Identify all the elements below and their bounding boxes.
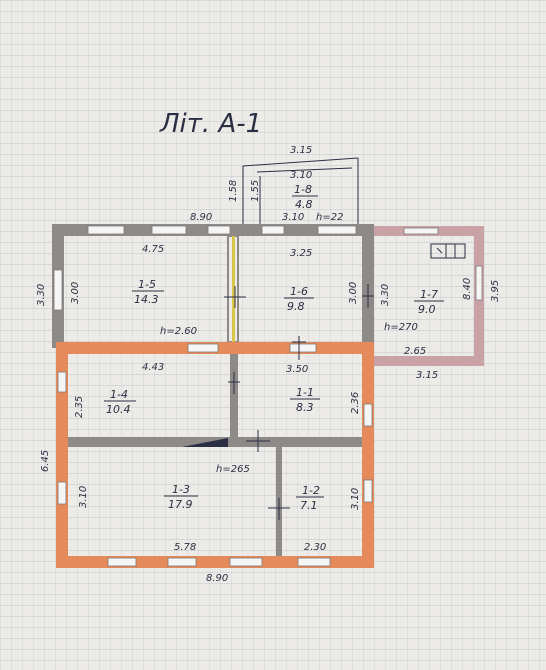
room-1-7: 1-7 9.0 [414,288,444,316]
window-top-1 [87,225,125,235]
svg-text:8.90: 8.90 [206,573,228,584]
svg-text:8.40: 8.40 [462,278,473,300]
svg-text:2.35: 2.35 [74,396,85,418]
annex-top-line [242,157,359,167]
height-1-8: h=22 [316,212,343,223]
svg-text:1.55: 1.55 [250,180,261,202]
svg-text:9.8: 9.8 [287,300,305,313]
room-1-5: 1-5 14.3 [132,278,164,306]
svg-text:1-4: 1-4 [110,388,128,401]
svg-text:8.3: 8.3 [296,401,314,414]
svg-text:1-5: 1-5 [138,278,156,291]
svg-text:1.58: 1.58 [228,180,239,202]
walls-lower [56,342,374,568]
svg-text:3.15: 3.15 [416,370,438,381]
svg-text:3.10: 3.10 [282,212,304,223]
svg-text:7.1: 7.1 [300,499,318,512]
height-1-5: h=2.60 [160,326,197,337]
window-left-1-3 [57,481,67,505]
window-bottom-4 [297,557,331,567]
dimensions-vertical: 1.58 1.55 3.30 3.00 3.00 3.30 8.40 3.95 … [36,180,501,510]
svg-text:3.30: 3.30 [380,284,391,306]
svg-text:5.78: 5.78 [174,542,196,553]
room-1-8: 1-8 4.8 [292,183,318,211]
svg-text:6.45: 6.45 [40,450,51,472]
window-bottom-1 [107,557,137,567]
window-top-5 [317,225,357,235]
window-mid-1 [187,343,219,353]
window-bottom-3 [229,557,263,567]
svg-text:1-7: 1-7 [420,288,438,301]
svg-text:8.90: 8.90 [190,212,212,223]
svg-text:10.4: 10.4 [106,403,131,416]
svg-text:3.25: 3.25 [290,248,312,259]
window-bottom-2 [167,557,197,567]
stove-icon [430,243,466,259]
window-1-7-right [475,265,483,301]
window-right-1-1 [363,403,373,427]
plan-title: Літ. А-1 [159,109,262,139]
window-top-2 [151,225,187,235]
svg-text:3.15: 3.15 [290,145,312,156]
svg-text:2.65: 2.65 [404,346,426,357]
room-1-4: 1-4 10.4 [104,388,136,416]
walls-upper [52,224,374,348]
room-1-2: 1-2 7.1 [296,484,324,512]
svg-text:4.75: 4.75 [142,244,164,255]
svg-text:2.30: 2.30 [304,542,326,553]
svg-text:9.0: 9.0 [418,303,436,316]
height-1-3: h=265 [216,464,250,475]
svg-text:17.9: 17.9 [168,498,193,511]
svg-text:4.8: 4.8 [295,198,313,211]
svg-text:3.95: 3.95 [490,280,501,302]
wall-partition-mid [230,354,238,437]
window-left-1-4 [57,371,67,393]
door-swing [182,438,228,447]
svg-text:1-8: 1-8 [294,183,312,196]
svg-text:3.10: 3.10 [350,488,361,510]
wall-orange-right [362,342,374,568]
svg-text:3.10: 3.10 [78,486,89,508]
svg-text:1-2: 1-2 [302,484,320,497]
svg-text:3.30: 3.30 [36,284,47,306]
room-1-6: 1-6 9.8 [284,285,314,313]
window-1-7-top [403,227,439,235]
svg-text:14.3: 14.3 [134,293,159,306]
svg-text:1-3: 1-3 [172,483,190,496]
svg-text:2.36: 2.36 [350,392,361,414]
svg-text:3.00: 3.00 [70,282,81,304]
annex-1-8 [242,157,359,228]
window-mid-2 [289,343,317,353]
window-top-3 [207,225,231,235]
room-labels: 1-8 4.8 1-5 14.3 1-6 9.8 1-7 9.0 1-4 10.… [104,183,444,512]
wall-1-7-bottom [374,356,484,366]
window-left-1-5 [53,269,63,311]
annex-dim-line [256,167,353,173]
door-marks [224,284,374,520]
svg-text:3.10: 3.10 [290,170,312,181]
windows [53,225,483,567]
window-top-4 [261,225,285,235]
dimensions-horizontal: 3.15 3.10 8.90 3.10 4.75 3.25 2.65 3.15 … [142,145,438,584]
ceiling-heights: h=22 h=2.60 h=270 h=265 [160,212,418,475]
height-1-7: h=270 [384,322,418,333]
door-yellow [232,236,235,342]
wall-orange-left [56,342,68,568]
room-1-1: 1-1 8.3 [290,386,320,414]
svg-text:3.50: 3.50 [286,364,308,375]
svg-text:1-6: 1-6 [290,285,308,298]
svg-text:3.00: 3.00 [348,282,359,304]
window-right-1-2 [363,479,373,503]
svg-text:4.43: 4.43 [142,362,164,373]
svg-text:1-1: 1-1 [296,386,314,399]
room-1-3: 1-3 17.9 [164,483,198,511]
